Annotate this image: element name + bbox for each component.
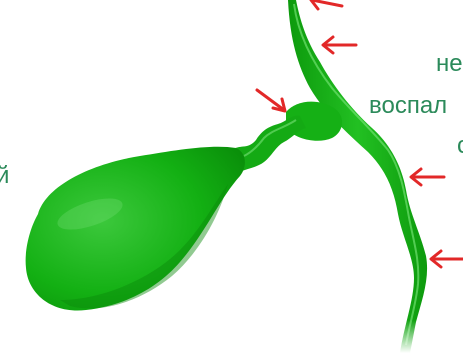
arrow-top [311,0,342,9]
arrow-lower-right [431,251,463,267]
left-text-fragment: й [0,164,9,188]
arrow-mid-right [411,169,444,185]
arrow-upper-right [323,37,356,53]
right-text-line-3: с [457,134,463,158]
right-text-line-1: не [436,52,463,76]
right-text-line-2: воспал [369,94,447,118]
arrow-junction [257,90,285,111]
bottom-fade [360,320,463,353]
